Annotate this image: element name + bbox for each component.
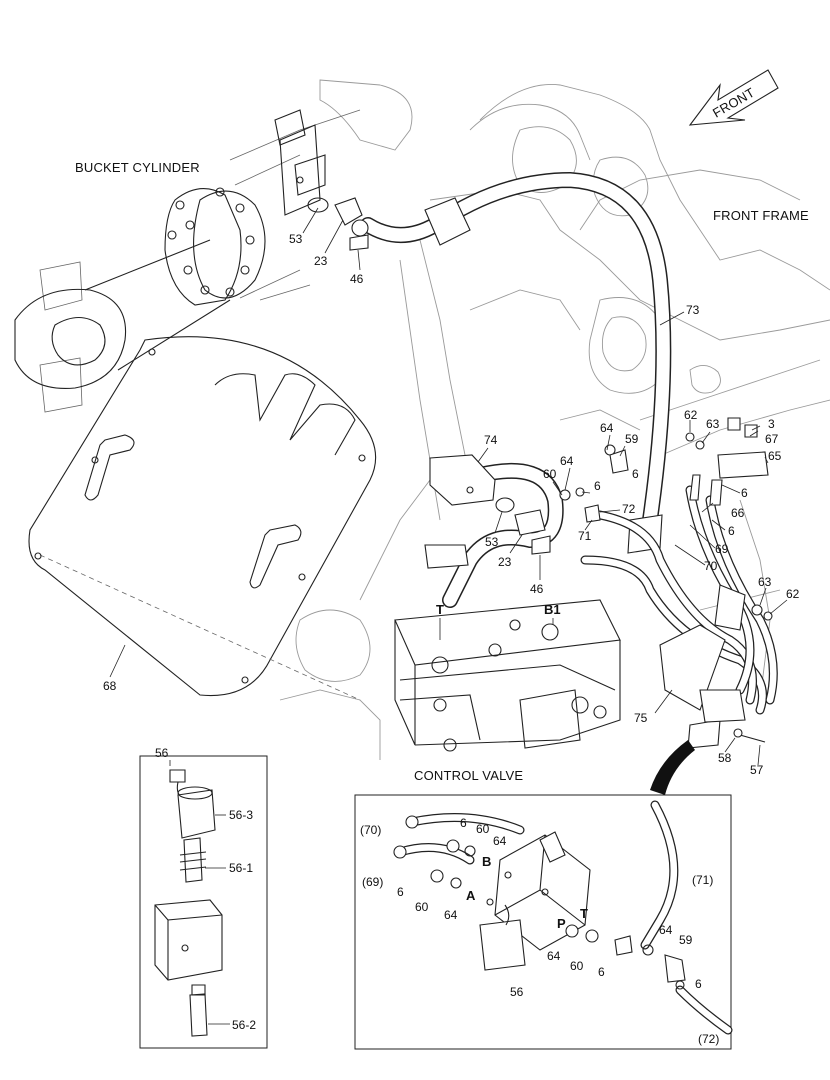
control-valve-drawing bbox=[394, 599, 621, 752]
callout-6: 6 bbox=[594, 479, 601, 493]
inset-callout-70: (70) bbox=[360, 823, 381, 837]
part-56-1: 56-1 bbox=[229, 861, 253, 875]
callout-68: 68 bbox=[103, 679, 117, 693]
bucket-cylinder-label: BUCKET CYLINDER bbox=[75, 160, 200, 175]
front-frame-label: FRONT FRAME bbox=[713, 208, 809, 223]
callout-72: 72 bbox=[622, 502, 636, 516]
callout-65: 65 bbox=[768, 449, 782, 463]
callout-53: 53 bbox=[485, 535, 499, 549]
callout-23: 23 bbox=[498, 555, 512, 569]
callout-74: 74 bbox=[484, 433, 498, 447]
callout-64: 64 bbox=[560, 454, 574, 468]
callout-73: 73 bbox=[686, 303, 700, 317]
inset-callout-6: 6 bbox=[695, 977, 702, 991]
part-56-2: 56-2 bbox=[232, 1018, 256, 1032]
callout-3: 3 bbox=[768, 417, 775, 431]
inset-callout-6: 6 bbox=[460, 816, 467, 830]
front-arrow: FRONT bbox=[688, 69, 779, 126]
inset-callout-60: 60 bbox=[570, 959, 584, 973]
inset-port-A: A bbox=[466, 888, 476, 903]
hose-73 bbox=[360, 171, 672, 554]
callout-59: 59 bbox=[625, 432, 639, 446]
callout-6: 6 bbox=[632, 467, 639, 481]
front-frame-outline bbox=[279, 79, 830, 760]
callout-60: 60 bbox=[543, 467, 557, 481]
callout-67: 67 bbox=[765, 432, 779, 446]
bucket-cylinder-drawing bbox=[14, 109, 361, 413]
inset-callout-60: 60 bbox=[415, 900, 429, 914]
inset-callout-64: 64 bbox=[493, 834, 507, 848]
hose-74 bbox=[424, 454, 564, 608]
callout-23: 23 bbox=[314, 254, 328, 268]
port-T-label: T bbox=[436, 602, 444, 617]
callout-46: 46 bbox=[530, 582, 544, 596]
callout-57: 57 bbox=[750, 763, 764, 777]
callout-63: 63 bbox=[758, 575, 772, 589]
inset-56: 56 56-3 56-1 56-2 bbox=[139, 746, 268, 1049]
inset-callout-6: 6 bbox=[397, 885, 404, 899]
callouts: 53 23 46 73 74 64 59 6 64 60 6 72 53 23 … bbox=[103, 232, 800, 777]
inset-callout-64: 64 bbox=[547, 949, 561, 963]
inset-detail: (70) (69) (71) (72) 6 60 64 B 6 60 64 A … bbox=[354, 794, 733, 1050]
inset-callout-56: 56 bbox=[510, 985, 524, 999]
inset-callout-59: 59 bbox=[679, 933, 693, 947]
callout-58: 58 bbox=[718, 751, 732, 765]
inset-port-T: T bbox=[580, 906, 588, 921]
callout-62: 62 bbox=[684, 408, 698, 422]
callout-75: 75 bbox=[634, 711, 648, 725]
inset-callout-64: 64 bbox=[659, 923, 673, 937]
inset-callout-71: (71) bbox=[692, 873, 713, 887]
cover-plate bbox=[28, 336, 377, 701]
inset-callout-64: 64 bbox=[444, 908, 458, 922]
callout-6: 6 bbox=[728, 524, 735, 538]
callout-69: 69 bbox=[715, 542, 729, 556]
callout-6: 6 bbox=[741, 486, 748, 500]
inset-callout-60: 60 bbox=[476, 822, 490, 836]
part-56-3: 56-3 bbox=[229, 808, 253, 822]
inset-callout-6: 6 bbox=[598, 965, 605, 979]
control-valve-label: CONTROL VALVE bbox=[414, 768, 523, 783]
callout-62: 62 bbox=[786, 587, 800, 601]
inset-56-title: 56 bbox=[155, 746, 169, 760]
inset-port-B: B bbox=[482, 854, 491, 869]
inset-pointer bbox=[650, 740, 695, 795]
inset-callout-72: (72) bbox=[698, 1032, 719, 1046]
callout-64: 64 bbox=[600, 421, 614, 435]
callout-66: 66 bbox=[731, 506, 745, 520]
callout-71: 71 bbox=[578, 529, 592, 543]
inset-port-P: P bbox=[557, 916, 566, 931]
port-B1-label: B1 bbox=[544, 602, 561, 617]
callout-53: 53 bbox=[289, 232, 303, 246]
callout-70: 70 bbox=[704, 559, 718, 573]
solenoid-valve-assembly bbox=[659, 451, 769, 749]
callout-46: 46 bbox=[350, 272, 364, 286]
leader-lines bbox=[109, 207, 788, 766]
callout-63: 63 bbox=[706, 417, 720, 431]
inset-callout-69: (69) bbox=[362, 875, 383, 889]
